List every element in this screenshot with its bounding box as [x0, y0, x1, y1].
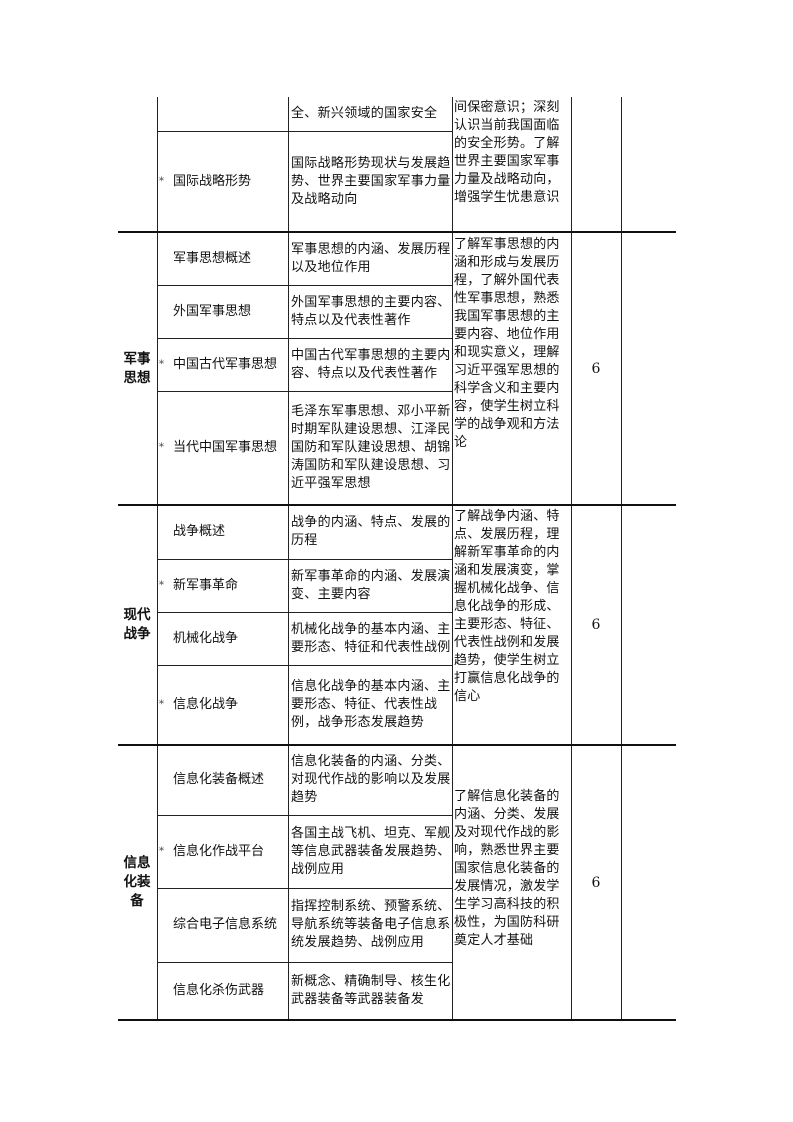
content-cell: 信息化战争的基本内涵、主要形态、特征、代表性战例，战争形态发展趋势	[291, 679, 451, 730]
topic-cell: * 国际战略形势	[157, 131, 288, 232]
topic-cell: * 信息化战争	[157, 665, 288, 745]
row-divider	[157, 338, 452, 339]
topic-cell	[157, 97, 288, 131]
section-divider	[118, 1019, 676, 1021]
content-cell: 中国古代军事思想的主要内容、特点以及代表性著作	[291, 347, 451, 381]
required-star-marker: *	[159, 175, 164, 187]
row-divider	[157, 888, 452, 889]
required-star-marker: *	[159, 699, 164, 710]
topic-label: 信息化装备概述	[173, 772, 265, 787]
column-divider	[157, 97, 158, 1020]
topic-label: 机械化战争	[173, 630, 239, 646]
topic-label: 国际战略形势	[173, 173, 252, 189]
row-divider	[157, 962, 452, 963]
row-divider	[157, 612, 452, 613]
topic-cell: 军事思想概述	[157, 232, 288, 285]
topic-cell: * 当代中国军事思想	[157, 391, 288, 505]
content-cell: 机械化战争的基本内涵、主要形态、特征和代表性战例	[291, 621, 451, 655]
topic-cell: 外国军事思想	[157, 285, 288, 338]
objective-cell: 了解信息化装备的内涵、分类、发展及对现代作战的影响，熟悉世界主要国家信息化装备的…	[454, 789, 560, 948]
section-divider	[118, 504, 676, 506]
section-divider	[118, 744, 676, 746]
hours-cell: 6	[591, 617, 601, 633]
content-cell: 国际战略形势现状与发展趋势、世界主要国家军事力量及战略动向	[291, 155, 451, 207]
required-star-marker: *	[159, 442, 164, 453]
objective-cell: 了解战争内涵、特点、发展历程，理解新军事革命的内涵和发展演变，掌握机械化战争、信…	[454, 509, 560, 704]
topic-cell: * 新军事革命	[157, 559, 288, 612]
content-cell: 战争的内涵、特点、发展的历程	[291, 515, 451, 548]
topic-label: 信息化作战平台	[173, 843, 265, 859]
hours-cell: 6	[591, 360, 601, 377]
required-star-marker: *	[159, 358, 164, 370]
topic-label: 新军事革命	[173, 577, 239, 593]
topic-label: 军事思想概述	[173, 250, 252, 266]
content-cell: 外国军事思想的主要内容、特点以及代表性著作	[291, 294, 451, 328]
row-divider	[157, 815, 452, 816]
required-star-marker: *	[159, 845, 164, 857]
content-cell: 全、新兴领域的国家安全	[291, 106, 438, 121]
required-star-marker: *	[159, 579, 164, 591]
hours-cell: 6	[591, 874, 601, 891]
row-divider	[157, 131, 452, 132]
section-divider	[118, 231, 676, 233]
topic-cell: * 中国古代军事思想	[157, 338, 288, 391]
topic-cell: 综合电子信息系统	[157, 888, 288, 962]
row-divider	[157, 665, 452, 666]
category-label: 信息化装备	[123, 855, 151, 909]
topic-label: 外国军事思想	[173, 303, 252, 319]
row-divider	[157, 391, 452, 392]
topic-label: 战争概述	[173, 524, 226, 539]
topic-cell: * 信息化作战平台	[157, 815, 288, 888]
topic-label: 中国古代军事思想	[173, 356, 278, 372]
topic-cell: 机械化战争	[157, 612, 288, 665]
row-divider	[157, 285, 452, 286]
row-divider	[157, 559, 452, 560]
topic-label: 信息化战争	[173, 697, 239, 712]
content-cell: 新军事革命的内涵、发展演变、主要内容	[291, 568, 451, 602]
content-cell: 毛泽东军事思想、邓小平新时期军队建设思想、江泽民国防和军队建设思想、胡锦涛国防和…	[291, 404, 451, 491]
column-divider	[452, 97, 453, 1020]
topic-cell: 信息化装备概述	[157, 745, 288, 815]
category-label: 军事思想	[123, 350, 151, 386]
content-cell: 指挥控制系统、预警系统、导航系统等装备电子信息系统发展趋势、战例应用	[291, 899, 451, 950]
content-cell: 新概念、精确制导、核生化武器装备等武器装备发	[291, 974, 451, 1007]
topic-label: 当代中国军事思想	[173, 440, 278, 455]
content-cell: 信息化装备的内涵、分类、对现代作战的影响以及发展趋势	[291, 754, 451, 805]
content-cell: 军事思想的内涵、发展历程以及地位作用	[291, 241, 451, 275]
column-divider	[288, 97, 289, 1020]
topic-cell: 信息化杀伤武器	[157, 962, 288, 1020]
topic-label: 信息化杀伤武器	[173, 983, 265, 998]
topic-cell: 战争概述	[157, 505, 288, 559]
column-divider	[571, 97, 572, 1020]
column-divider	[621, 97, 622, 1020]
objective-cell: 间保密意识；深刻认识当前我国面临的安全形势。了解世界主要国家军事力量及战略动向，…	[454, 100, 560, 205]
topic-label: 综合电子信息系统	[173, 917, 278, 932]
category-label: 现代战争	[123, 607, 151, 642]
objective-cell: 了解军事思想的内涵和形成与发展历程，了解外国代表性军事思想，熟悉我国军事思想的主…	[454, 237, 560, 450]
content-cell: 各国主战飞机、坦克、军舰等信息武器装备发展趋势、战例应用	[291, 825, 451, 877]
